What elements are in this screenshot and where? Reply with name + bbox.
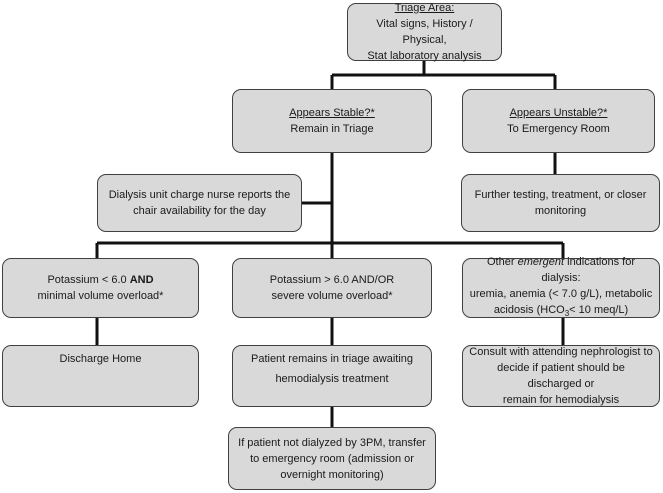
further-testing-line2: monitoring <box>534 205 587 217</box>
further-testing-box: Further testing, treatment, or closer mo… <box>461 174 660 232</box>
transfer-er-box: If patient not dialyzed by 3PM, transfer… <box>228 427 436 490</box>
awaiting-hemodialysis-box: Patient remains in triage awaiting hemod… <box>232 345 432 407</box>
transfer-line3: overnight monitoring) <box>280 468 384 481</box>
further-testing-line1: Further testing, treatment, or closer <box>474 189 647 201</box>
appears-unstable-box: Appears Unstable?* To Emergency Room <box>462 89 655 153</box>
charge-nurse-line1: Dialysis unit charge nurse reports the <box>108 189 291 201</box>
triage-area-box: Triage Area: Vital signs, History / Phys… <box>347 2 502 62</box>
potassium-low-box: Potassium < 6.0 AND minimal volume overl… <box>2 258 199 318</box>
other-emergent-box: Other emergent indications for dialysis:… <box>462 256 660 318</box>
consult-line2: decide if patient should be discharged o… <box>497 362 625 390</box>
transfer-line1: If patient not dialyzed by 3PM, transfer <box>238 436 426 449</box>
discharge-home-label: Discharge Home <box>59 353 142 365</box>
appears-stable-box: Appears Stable?* Remain in Triage <box>232 89 432 153</box>
charge-nurse-line2: chair availability for the day <box>133 205 266 217</box>
awaiting-line2: hemodialysis treatment <box>275 373 389 385</box>
awaiting-line1: Patient remains in triage awaiting <box>250 353 414 365</box>
potassium-high-line2: severe volume overload* <box>271 290 393 302</box>
potassium-low-line1: Potassium < 6.0 AND <box>47 274 154 286</box>
transfer-line2: to emergency room (admission or <box>250 452 414 465</box>
triage-area-line2: Stat laboratory analysis <box>367 50 482 62</box>
consult-line3: remain for hemodialysis <box>502 394 620 406</box>
other-emergent-line2: uremia, anemia (< 7.0 g/L), metabolic <box>469 287 653 300</box>
potassium-low-line2: minimal volume overload* <box>37 290 164 302</box>
consult-nephrologist-box: Consult with attending nephrologist to d… <box>462 345 660 407</box>
triage-area-title: Triage Area: <box>394 2 455 14</box>
potassium-high-box: Potassium > 6.0 AND/OR severe volume ove… <box>232 258 432 318</box>
charge-nurse-box: Dialysis unit charge nurse reports the c… <box>97 174 302 232</box>
other-emergent-line3: acidosis (HCO3< 10 meq/L) <box>493 303 629 319</box>
other-emergent-line1: Other emergent indications for dialysis: <box>487 255 635 284</box>
appears-unstable-title: Appears Unstable?* <box>509 107 608 119</box>
appears-stable-title: Appears Stable?* <box>289 107 375 119</box>
appears-unstable-line1: To Emergency Room <box>507 123 610 135</box>
discharge-home-box: Discharge Home <box>2 345 199 407</box>
potassium-high-line1: Potassium > 6.0 AND/OR <box>269 274 395 286</box>
triage-area-line1: Vital signs, History / Physical, <box>376 18 473 46</box>
consult-line1: Consult with attending nephrologist to <box>469 346 653 358</box>
appears-stable-line1: Remain in Triage <box>290 123 374 135</box>
